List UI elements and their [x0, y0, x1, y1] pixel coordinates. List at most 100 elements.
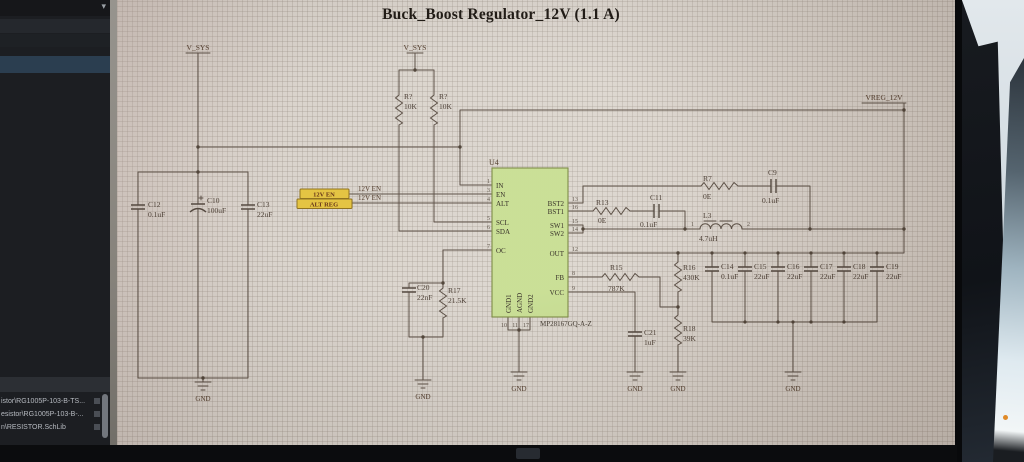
library-item-icon: [94, 411, 100, 417]
component-r13[interactable]: R13 0E: [592, 198, 631, 225]
panel-header[interactable]: ▾: [0, 0, 112, 16]
library-item[interactable]: esistor\RG1005P-103-B-...: [0, 408, 112, 421]
c19-ref: C19: [886, 262, 899, 271]
r13-value: 0E: [598, 216, 607, 225]
scrollbar[interactable]: [102, 394, 108, 438]
component-r17[interactable]: R17 21.5K: [438, 286, 468, 319]
component-c20[interactable]: C20 22nF: [402, 283, 432, 302]
gnd-symbol-input[interactable]: GND: [194, 381, 212, 403]
pin-num-5: 5: [487, 216, 490, 222]
component-c21[interactable]: C21 1uF: [628, 328, 657, 347]
c14-value: 0.1uF: [721, 272, 738, 281]
r17-value: 21.5K: [448, 296, 467, 305]
component-c9[interactable]: C9 0.1uF: [762, 168, 779, 205]
l3-value: 4.7uH: [699, 234, 718, 243]
c19-value: 22uF: [886, 272, 901, 281]
pin-num-7: 7: [487, 244, 490, 250]
component-r15[interactable]: R15 787K: [601, 263, 640, 293]
c18-value: 22uF: [853, 272, 868, 281]
pin-name-sw2: SW2: [550, 230, 565, 238]
pin-name-scl: SCL: [496, 219, 509, 227]
taskbar-icon[interactable]: [516, 448, 540, 459]
background-desk: [955, 0, 1024, 462]
power-port-vsys-left[interactable]: V_SYS: [187, 43, 210, 52]
r-pullup2-value: 10K: [439, 102, 453, 111]
pin-num-4: 4: [487, 197, 490, 203]
gnd-symbol-comp[interactable]: GND: [414, 379, 432, 401]
component-c10[interactable]: C10 100uF: [189, 195, 226, 215]
vreg-label: VREG_12V: [865, 93, 903, 102]
c13-ref: C13: [257, 200, 270, 209]
r16-ref: R16: [683, 263, 696, 272]
c9-ref: C9: [768, 168, 777, 177]
c20-ref: C20: [417, 283, 430, 292]
component-l3[interactable]: L3 4.7uH 1 2: [691, 211, 750, 243]
logo-dot-icon: [1003, 415, 1008, 420]
r7-value: 0E: [703, 192, 712, 201]
tag-alt-reg-label: ALT REG: [310, 202, 338, 209]
pin-num-9: 9: [572, 286, 575, 292]
r-pullup1-value: 10K: [404, 102, 418, 111]
gnd-symbol-divider[interactable]: GND: [669, 371, 687, 393]
power-port-vreg12v[interactable]: VREG_12V: [865, 93, 903, 102]
harness-tag-alt-reg[interactable]: ALT REG: [296, 198, 353, 209]
panel-selected-row[interactable]: [0, 56, 112, 73]
library-item-icon: [94, 398, 100, 404]
component-c15[interactable]: C15 22uF: [738, 262, 769, 281]
gnd-label-ic: GND: [511, 385, 526, 393]
pin-num-16: 16: [572, 205, 578, 211]
harness-tag-12v-en[interactable]: 12V EN: [299, 188, 350, 199]
component-c11[interactable]: C11 0.1uF: [640, 193, 662, 229]
gnd-symbol-c21[interactable]: GND: [626, 371, 644, 393]
component-c13[interactable]: C13 22uF: [241, 200, 272, 219]
pin-num-11: 11: [512, 323, 518, 329]
power-port-vsys-mid[interactable]: V_SYS: [404, 43, 427, 52]
c15-value: 22uF: [754, 272, 769, 281]
chevron-down-icon[interactable]: ▾: [101, 1, 106, 11]
component-r7[interactable]: R7 0E: [700, 174, 739, 201]
component-r18[interactable]: R18 39K: [673, 314, 697, 346]
component-c16[interactable]: C16 22uF: [771, 262, 802, 281]
ic-u4[interactable]: U4 MP28167GQ-A-Z IN EN ALT SCL SDA OC 1 …: [487, 158, 592, 329]
net-label-12v-en-1[interactable]: 12V EN: [358, 185, 381, 193]
component-c12[interactable]: C12 0.1uF: [131, 200, 165, 219]
gnd-symbol-ic[interactable]: GND: [510, 371, 528, 393]
pin-name-bst2: BST2: [548, 200, 565, 208]
component-c18[interactable]: C18 22uF: [837, 262, 868, 281]
component-r16[interactable]: R16 430K: [673, 261, 701, 293]
net-label-12v-en-2[interactable]: 12V EN: [358, 194, 381, 202]
r13-ref: R13: [596, 198, 609, 207]
panel-row[interactable]: [0, 19, 112, 33]
panel-row[interactable]: [0, 34, 112, 47]
c21-ref: C21: [644, 328, 657, 337]
taskbar: [0, 445, 957, 462]
c17-ref: C17: [820, 262, 833, 271]
component-c19[interactable]: C19 22uF: [870, 262, 901, 281]
library-file-list: istor\RG1005P-103-B-TS... esistor\RG1005…: [0, 395, 112, 434]
pin-num-1: 1: [487, 179, 490, 185]
library-item-label: n\RESISTOR.SchLib: [1, 424, 66, 431]
component-r-pullup-1[interactable]: R? 10K: [394, 92, 418, 126]
library-item-label: esistor\RG1005P-103-B-...: [1, 411, 84, 418]
pin-name-gnd2: GND2: [527, 294, 535, 313]
gnd-label-divider: GND: [670, 385, 685, 393]
c11-value: 0.1uF: [640, 220, 657, 229]
sheet-title: Buck_Boost Regulator_12V (1.1 A): [382, 6, 620, 23]
library-item-icon: [94, 424, 100, 430]
component-r-pullup-2[interactable]: R? 10K: [429, 92, 453, 126]
r18-value: 39K: [683, 334, 697, 343]
component-c17[interactable]: C17 22uF: [804, 262, 835, 281]
component-c14[interactable]: C14 0.1uF: [705, 262, 738, 281]
pin-name-gnd1: GND1: [505, 294, 513, 313]
c18-ref: C18: [853, 262, 866, 271]
gnd-symbol-output[interactable]: GND: [784, 371, 802, 393]
pin-name-in: IN: [496, 182, 503, 190]
library-item[interactable]: istor\RG1005P-103-B-TS...: [0, 395, 112, 408]
pin-name-alt: ALT: [496, 200, 510, 208]
r7-ref: R7: [703, 174, 712, 183]
u4-part-number: MP28167GQ-A-Z: [540, 320, 592, 328]
library-item[interactable]: n\RESISTOR.SchLib: [0, 421, 112, 434]
junction-dots: [196, 68, 906, 380]
pin-name-sda: SDA: [496, 228, 510, 236]
